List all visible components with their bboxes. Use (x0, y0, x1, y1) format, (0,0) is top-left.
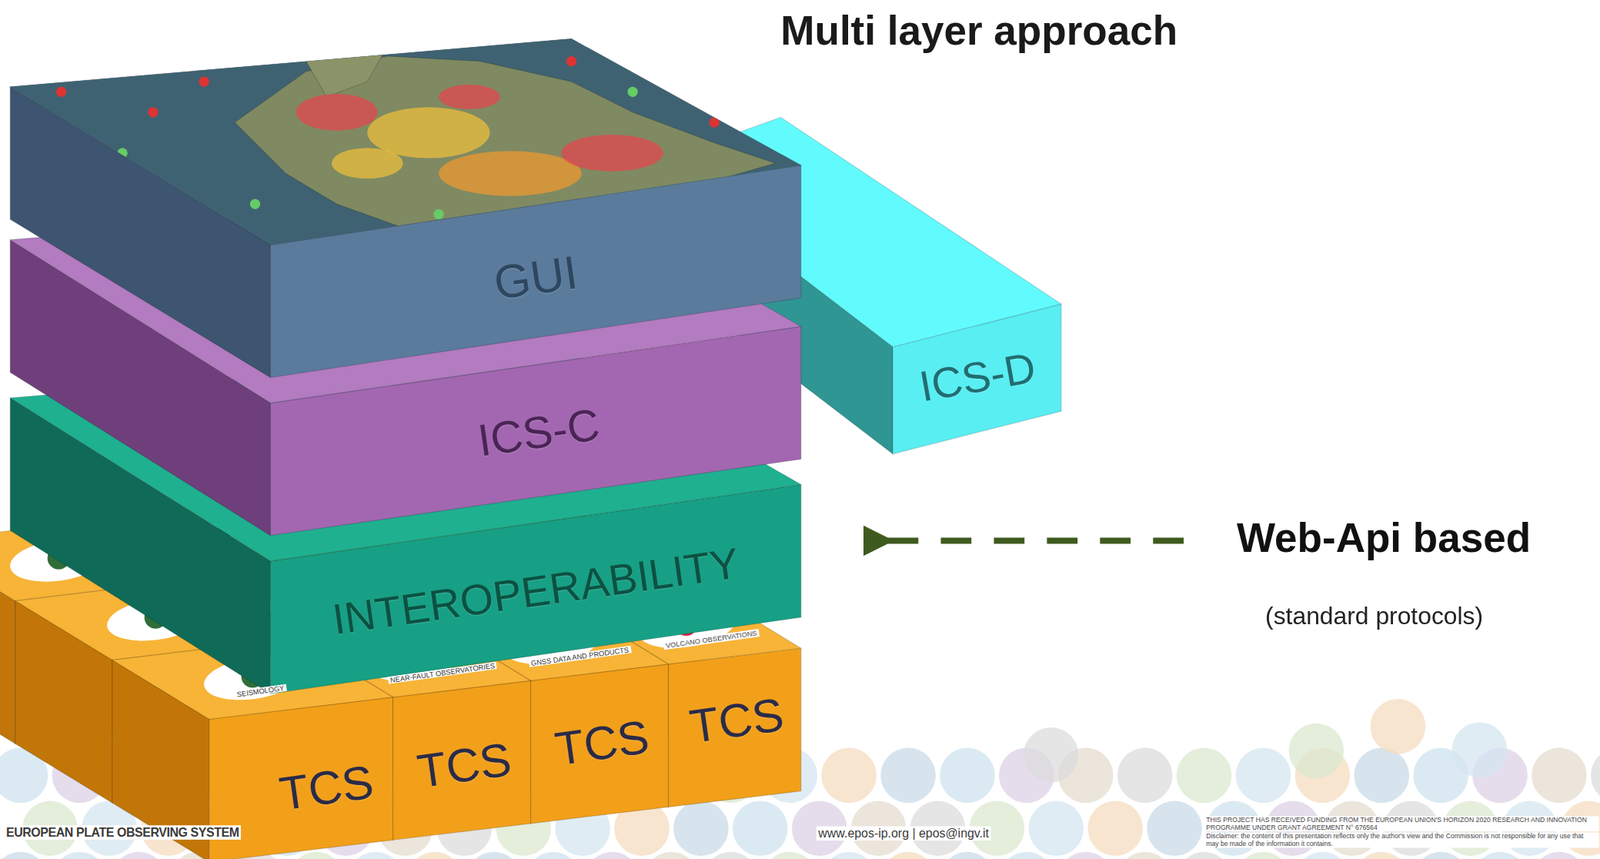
bg-circle (673, 800, 729, 856)
bg-circle (1590, 748, 1600, 804)
layer-label: TCS (686, 686, 788, 755)
disclaimer-note: Disclaimer: the content of this presenta… (1204, 831, 1600, 848)
map-land (306, 40, 388, 97)
bg-circle (1531, 851, 1587, 859)
bg-circle (1176, 748, 1233, 804)
map-dot (627, 86, 638, 97)
bg-circle (1058, 851, 1114, 859)
bg-circle (880, 748, 936, 804)
bg-circle (584, 851, 641, 859)
cube-front (530, 664, 669, 824)
bg-circle (1087, 800, 1143, 856)
bg-circle (288, 851, 345, 859)
bg-circle (644, 851, 700, 859)
bg-circle (466, 851, 522, 859)
map-dot (56, 86, 67, 97)
bg-circle (939, 851, 996, 859)
dashed-arrow (888, 537, 1185, 544)
bg-circle (1353, 851, 1410, 859)
bg-circle (1117, 851, 1173, 859)
bg-circle (1028, 800, 1084, 856)
bg-circle (1452, 721, 1508, 778)
cube-front (668, 648, 801, 807)
bg-circle (821, 851, 877, 859)
bg-circle (732, 800, 789, 856)
map-heat (438, 84, 501, 110)
bg-circle (880, 851, 936, 859)
footer-text: EUROPEAN PLATE OBSERVING SYSTEM (3, 825, 241, 840)
bg-circle (525, 851, 582, 859)
bg-circle (761, 851, 818, 859)
bg-circle (1235, 851, 1292, 859)
bg-circle (1412, 851, 1469, 859)
bg-circle (703, 851, 759, 859)
bg-circle (998, 851, 1055, 859)
map-heat (438, 150, 582, 196)
funding-note: THIS PROJECT HAS RECEIVED FUNDING FROM T… (1204, 815, 1600, 832)
map-sea (0, 30, 817, 256)
map-dot (199, 76, 210, 87)
bg-circle (1472, 851, 1528, 859)
bg-circle (1353, 748, 1410, 804)
bg-circle (1295, 851, 1351, 859)
bg-circle (1235, 748, 1292, 804)
map-dot (250, 198, 261, 209)
bg-circle (1590, 851, 1600, 859)
layer-label: GUI (490, 244, 581, 311)
bg-circle (1370, 698, 1427, 755)
bg-circle (821, 748, 877, 804)
map-land (234, 56, 776, 230)
bg-circle (407, 851, 463, 859)
bg-circle (52, 851, 108, 859)
bg-circle (1531, 748, 1587, 804)
callout-text: Web-Api based (1236, 514, 1531, 562)
title: Multi layer approach (780, 8, 1178, 55)
map-dot (708, 116, 719, 127)
bg-circle (111, 851, 168, 859)
layer-label: TCS (414, 731, 515, 799)
map-heat (331, 147, 404, 179)
map-heat (296, 93, 378, 131)
bg-circle (1289, 723, 1345, 779)
layer-label: TCS (276, 753, 378, 822)
map-dot (434, 209, 445, 220)
bg-circle (1117, 748, 1173, 804)
map-dot (147, 106, 158, 117)
bg-circle (1146, 800, 1203, 856)
map-dot (116, 147, 127, 158)
bg-circle (939, 748, 996, 804)
bg-circle (1023, 727, 1079, 783)
map-heat (561, 134, 664, 172)
bg-circle (1176, 851, 1233, 859)
layer-label: TCS (551, 708, 653, 777)
bg-circle (0, 851, 48, 859)
callout-note: (standard protocols) (1265, 601, 1484, 631)
map-dot (566, 56, 577, 67)
footer-text: www.epos-ip.org | epos@ingv.it (816, 826, 992, 842)
bg-circle (347, 851, 404, 859)
cube-front (392, 680, 531, 840)
